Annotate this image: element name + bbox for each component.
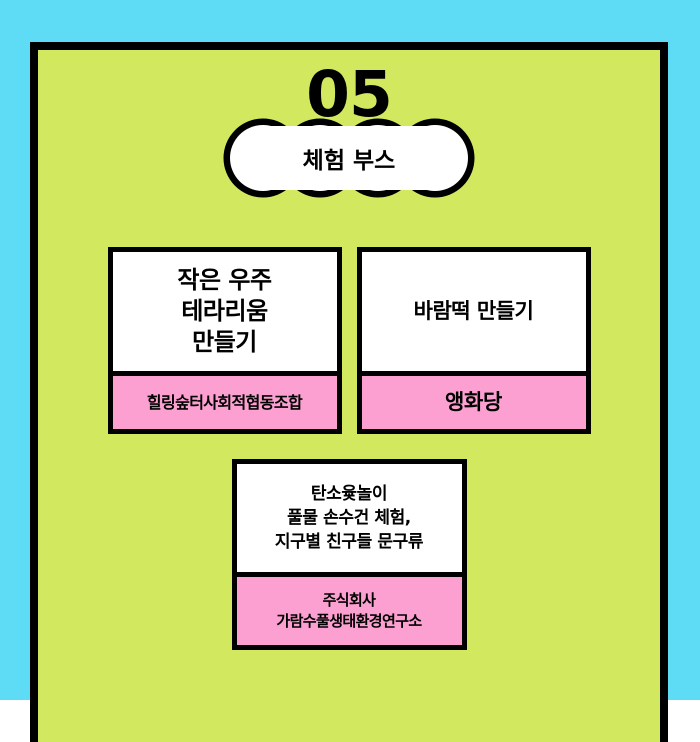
booth-card[interactable]: 바람떡 만들기 앵화당	[356, 247, 591, 434]
poster-header: 05 체험	[38, 50, 660, 220]
booth-cards-row-top: 작은 우주 테라리움 만들기 힐링숲터사회적협동조합 바람떡 만들기 앵화당	[38, 247, 660, 442]
booth-cards-row-bottom: 탄소윷놀이 풀물 손수건 체험, 지구별 친구들 문구류 주식회사 가람수풀생태…	[38, 459, 660, 650]
booth-card-footer: 힐링숲터사회적협동조합	[112, 371, 337, 429]
booth-card-organization: 앵화당	[444, 390, 503, 415]
booth-card-footer: 앵화당	[361, 371, 586, 429]
cloud-shape-icon	[223, 118, 475, 198]
booth-card-body: 탄소윷놀이 풀물 손수건 체험, 지구별 친구들 문구류	[237, 464, 462, 572]
booth-card-organization: 힐링숲터사회적협동조합	[146, 392, 303, 412]
booth-card-footer: 주식회사 가람수풀생태환경연구소	[236, 572, 462, 645]
booth-card-body: 바람떡 만들기	[362, 252, 586, 371]
booth-card[interactable]: 작은 우주 테라리움 만들기 힐링숲터사회적협동조합	[107, 247, 342, 434]
booth-card-title: 탄소윷놀이 풀물 손수건 체험, 지구별 친구들 문구류	[274, 483, 424, 553]
section-number: 05	[306, 58, 393, 131]
booth-card-title: 작은 우주 테라리움 만들기	[177, 266, 272, 356]
cloud-badge: 체험 부스	[223, 118, 475, 198]
booth-card-body: 작은 우주 테라리움 만들기	[113, 252, 337, 371]
poster-panel: 05 체험	[30, 42, 668, 742]
booth-card[interactable]: 탄소윷놀이 풀물 손수건 체험, 지구별 친구들 문구류 주식회사 가람수풀생태…	[231, 459, 467, 650]
badge-label: 체험 부스	[302, 148, 396, 174]
booth-card-title: 바람떡 만들기	[413, 299, 534, 324]
booth-card-organization: 주식회사 가람수풀생태환경연구소	[276, 591, 422, 630]
